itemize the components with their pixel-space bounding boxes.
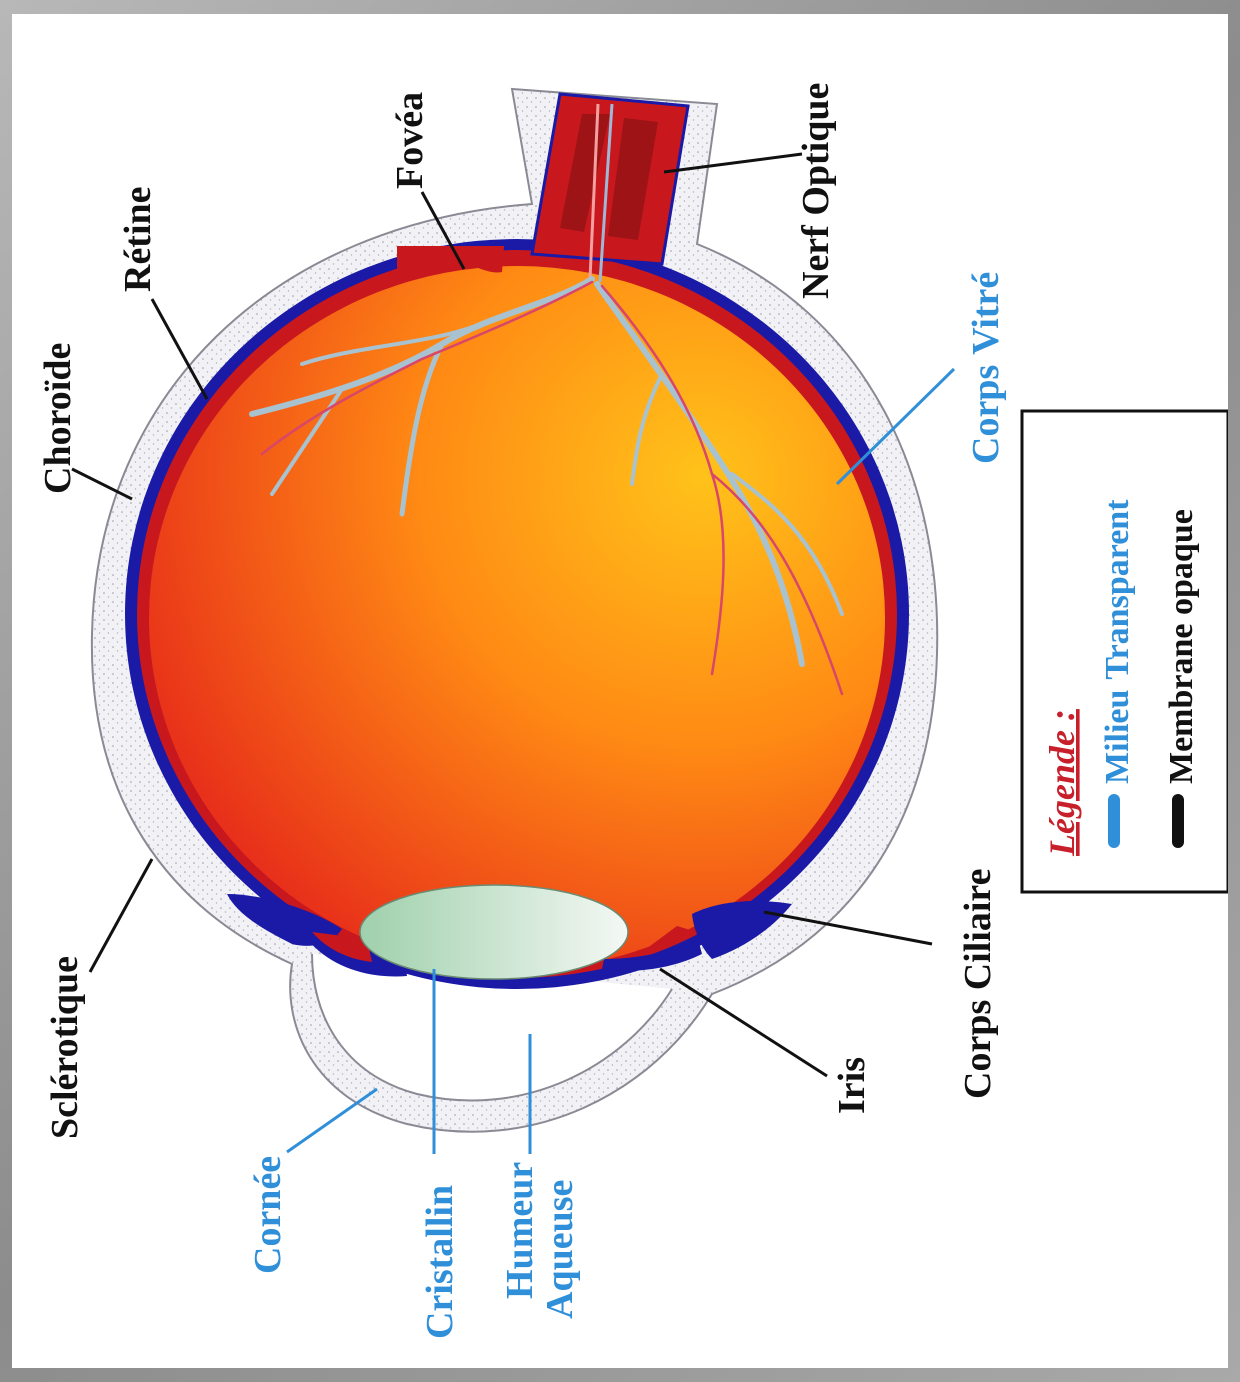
label-fovea: Fovéa — [389, 92, 431, 189]
label-choroide: Choroïde — [37, 343, 79, 494]
diagram-panel: Sclérotique Choroïde Rétine Fovéa Nerf O… — [12, 14, 1228, 1368]
label-iris: Iris — [831, 1057, 873, 1114]
eye-diagram: Sclérotique Choroïde Rétine Fovéa Nerf O… — [12, 14, 1228, 1368]
optic-nerve — [532, 94, 688, 282]
legend-item-transparent: Milieu Transparent — [1099, 499, 1136, 784]
label-corps-vitre-word1: Corps — [965, 365, 1007, 464]
legend-swatch-transparent — [1108, 794, 1120, 848]
label-sclerotique: Sclérotique — [44, 956, 86, 1139]
legend-title: Légende : — [1042, 709, 1082, 857]
label-corps-ciliaire: Corps Ciliaire — [957, 869, 999, 1099]
label-retine: Rétine — [117, 186, 159, 292]
label-corps-vitre: Corps Vitré — [965, 272, 1007, 464]
legend-swatch-opaque — [1172, 794, 1184, 848]
lens — [360, 885, 628, 979]
vitreous-body — [149, 266, 885, 970]
legend-item-transparent-word2: Transparent — [1099, 499, 1136, 680]
legend: Légende : Milieu Transparent Membrane opa… — [1022, 411, 1228, 892]
label-corps-vitre-word2: Vitré — [965, 272, 1007, 355]
label-aqueuse: Aqueuse — [539, 1180, 581, 1319]
label-humeur: Humeur — [499, 1162, 541, 1299]
label-nerf-optique: Nerf Optique — [795, 83, 837, 299]
label-cornee: Cornée — [247, 1156, 289, 1274]
label-cristallin: Cristallin — [419, 1185, 461, 1339]
legend-item-opaque: Membrane opaque — [1163, 509, 1200, 784]
legend-item-transparent-word1: Milieu — [1099, 690, 1136, 784]
